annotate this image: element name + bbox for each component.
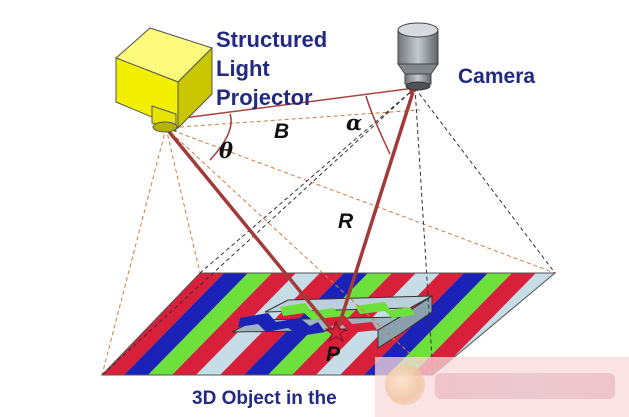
alpha-arc [365, 95, 391, 155]
point-label: P [326, 343, 341, 366]
stripe [364, 273, 488, 375]
camera-ray [334, 91, 415, 336]
camera-frustum [101, 87, 556, 376]
watermark-text-smudge [435, 373, 615, 399]
object-zig-green-2 [355, 302, 415, 318]
projector-ray [164, 126, 338, 337]
stripe [102, 273, 224, 375]
camera-label: Camera [458, 65, 535, 88]
object-side-face [377, 295, 433, 349]
object-zig-red [325, 316, 377, 333]
theta-arc [209, 113, 232, 161]
baseline-line [167, 82, 421, 121]
projector-label-line2: Light [216, 56, 270, 81]
theta-label: θ [219, 138, 233, 163]
watermark [375, 357, 629, 417]
stripe [172, 273, 296, 375]
stripe [124, 273, 248, 375]
baseline-label: B [274, 120, 289, 143]
watermark-emblem-icon [385, 365, 425, 405]
camera-icon [397, 22, 439, 91]
projector-label-line3: Projector [216, 85, 313, 110]
projector-label-line1: Structured [216, 27, 327, 52]
object-3d [231, 295, 433, 349]
object-zig-blue [238, 313, 325, 336]
alpha-label: α [346, 110, 362, 135]
stripe [412, 273, 536, 375]
projector-icon [115, 27, 213, 133]
range-label: R [338, 210, 354, 233]
stripe [148, 273, 272, 375]
object-zig-green [280, 303, 340, 320]
stripe [388, 273, 512, 375]
point-p-marker [324, 320, 348, 343]
caption-label: 3D Object in the [192, 388, 337, 409]
projector-frustum [101, 109, 556, 376]
